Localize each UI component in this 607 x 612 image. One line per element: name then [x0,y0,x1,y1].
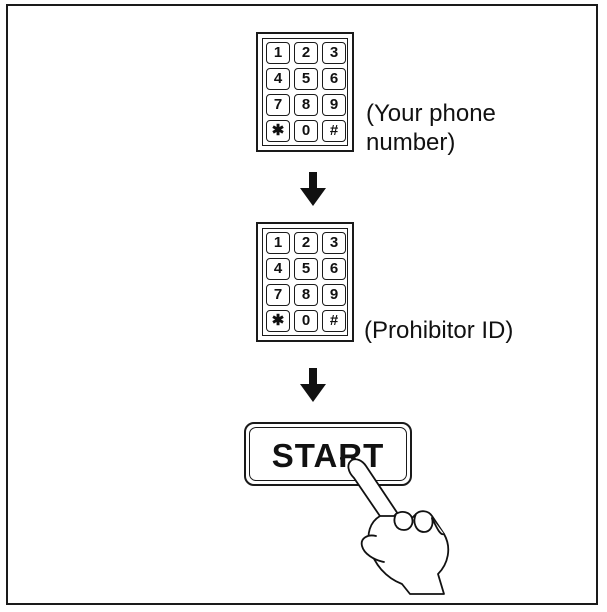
key-4[interactable]: 4 [266,258,290,280]
key-4[interactable]: 4 [266,68,290,90]
key-6[interactable]: 6 [322,68,346,90]
key-5[interactable]: 5 [294,68,318,90]
prohibitor-id-label: (Prohibitor ID) [364,316,513,345]
key-9[interactable]: 9 [322,284,346,306]
key-1[interactable]: 1 [266,42,290,64]
keypad-prohibitor-id[interactable]: 1 2 3 4 5 6 7 8 9 ✱ 0 # [256,222,354,342]
key-9[interactable]: 9 [322,94,346,116]
down-arrow-icon [298,368,328,404]
key-2[interactable]: 2 [294,232,318,254]
key-0[interactable]: 0 [294,120,318,142]
key-2[interactable]: 2 [294,42,318,64]
phone-number-label-line2: number) [366,128,455,157]
key-8[interactable]: 8 [294,284,318,306]
key-3[interactable]: 3 [322,42,346,64]
key-1[interactable]: 1 [266,232,290,254]
pointing-hand-icon [340,456,470,596]
key-5[interactable]: 5 [294,258,318,280]
key-star[interactable]: ✱ [266,120,290,142]
key-3[interactable]: 3 [322,232,346,254]
down-arrow-icon [298,172,328,208]
key-hash[interactable]: # [322,310,346,332]
key-0[interactable]: 0 [294,310,318,332]
key-hash[interactable]: # [322,120,346,142]
keypad-phone-number[interactable]: 1 2 3 4 5 6 7 8 9 ✱ 0 # [256,32,354,152]
key-7[interactable]: 7 [266,94,290,116]
key-6[interactable]: 6 [322,258,346,280]
key-star[interactable]: ✱ [266,310,290,332]
key-7[interactable]: 7 [266,284,290,306]
key-8[interactable]: 8 [294,94,318,116]
phone-number-label-line1: (Your phone [366,99,496,128]
